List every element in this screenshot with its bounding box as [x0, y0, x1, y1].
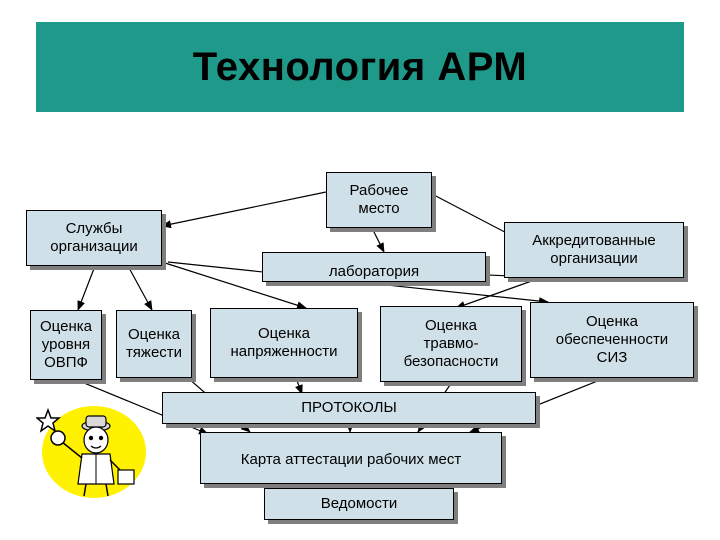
node-statements-label: Ведомости: [320, 495, 398, 512]
node-ovpf: Оценка уровня ОВПФ: [30, 310, 102, 380]
node-injury-label: Оценка травмо- безопасности: [403, 317, 499, 370]
node-protocols: ПРОТОКОЛЫ: [162, 392, 536, 424]
node-tension-label: Оценка напряженности: [230, 325, 338, 360]
node-protocols-label: ПРОТОКОЛЫ: [301, 399, 397, 416]
page-title: Технология АРМ: [192, 44, 528, 89]
node-injury: Оценка травмо- безопасности: [380, 306, 522, 382]
node-accredited: Аккредитованные организации: [504, 222, 684, 278]
node-accredited-label: Аккредитованные организации: [532, 232, 656, 267]
arrow-services-to-ovpf: [77, 265, 96, 311]
node-services-label: Службы организации: [50, 220, 138, 255]
arrow-services-to-tension: [161, 261, 307, 310]
node-card: Карта аттестации рабочих мест: [200, 432, 502, 484]
node-statements: Ведомости: [264, 488, 454, 520]
node-siz: Оценка обеспеченности СИЗ: [530, 302, 694, 378]
arrow-services-to-siz: [167, 261, 549, 306]
title-bar: Технология АРМ: [36, 22, 684, 112]
node-services: Службы организации: [26, 210, 162, 266]
inspector-with-magnifier-icon: [36, 406, 146, 498]
arrow-workplace-to-services: [161, 191, 327, 229]
node-siz-label: Оценка обеспеченности СИЗ: [555, 313, 669, 366]
node-tension: Оценка напряженности: [210, 308, 358, 378]
arrow-ovpf-to-card: [71, 377, 209, 435]
node-laboratory-label: лаборатория: [328, 263, 420, 280]
node-card-label: Карта аттестации рабочих мест: [240, 451, 462, 468]
arrow-workplace-to-laboratory: [371, 227, 385, 253]
node-workplace: Рабочее место: [326, 172, 432, 228]
arrow-services-to-severity: [127, 265, 153, 311]
node-severity: Оценка тяжести: [116, 310, 192, 378]
node-laboratory: лаборатория: [262, 252, 486, 282]
arrow-accredited-to-injury: [455, 277, 541, 309]
node-workplace-label: Рабочее место: [349, 182, 409, 217]
node-severity-label: Оценка тяжести: [125, 326, 183, 361]
node-ovpf-label: Оценка уровня ОВПФ: [40, 318, 92, 371]
arrow-tension-to-protocols: [295, 377, 303, 395]
